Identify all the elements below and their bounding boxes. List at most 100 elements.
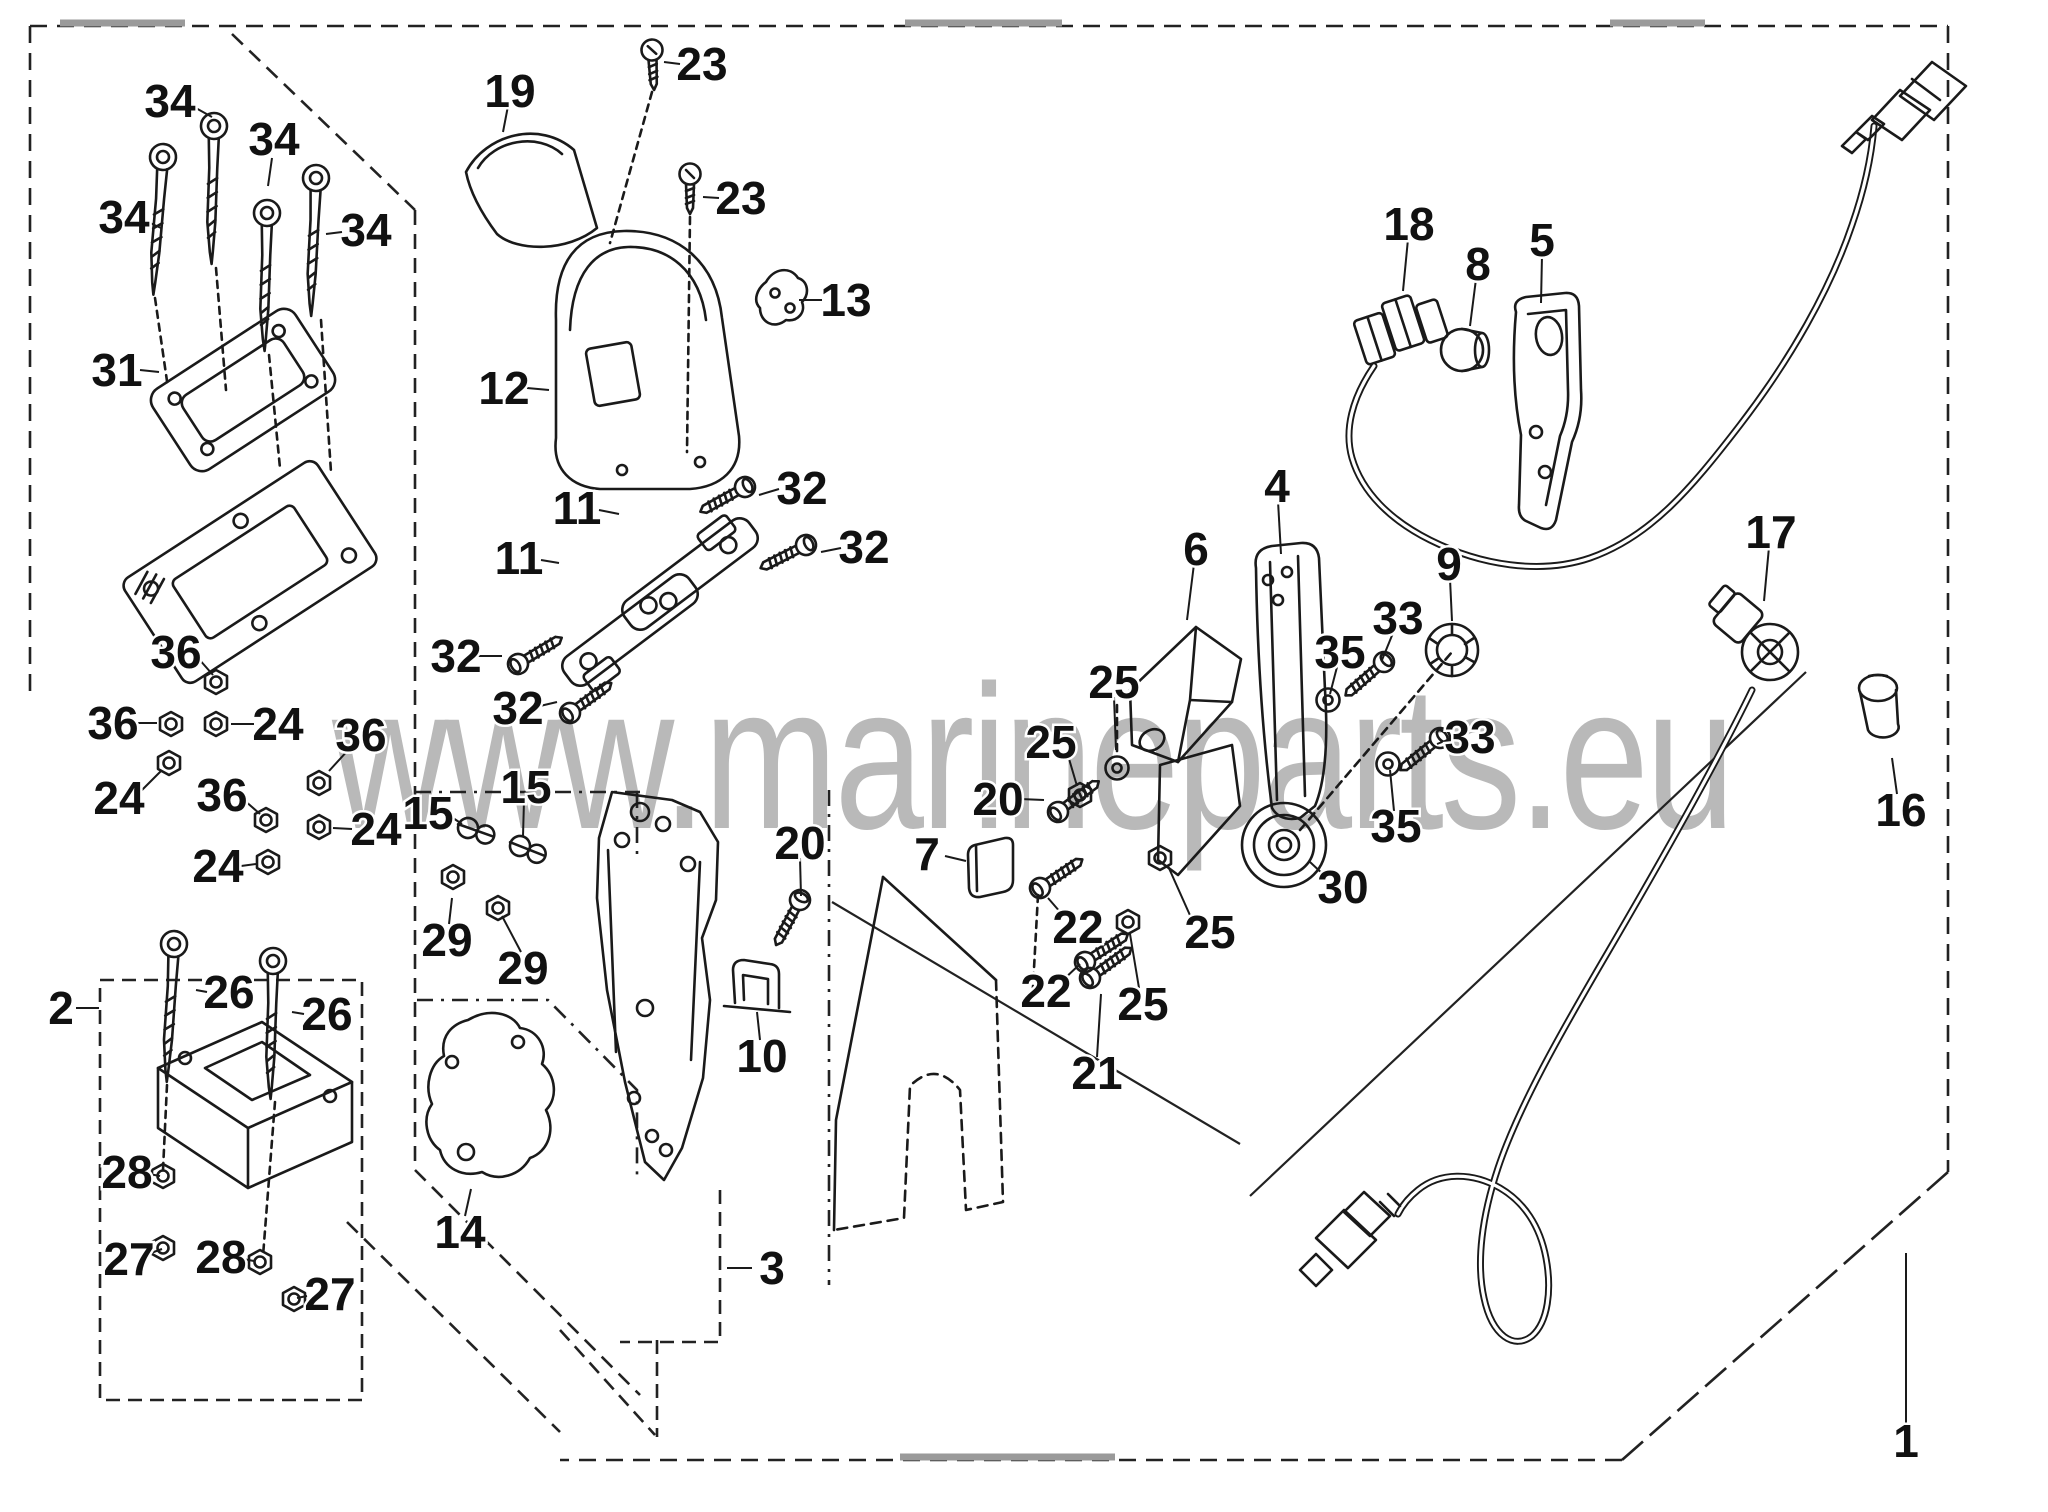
callout-label-25: 25	[1025, 716, 1076, 768]
callout-leader-31	[139, 369, 160, 373]
callout-leader-36	[243, 799, 261, 815]
callout-leader-20	[799, 857, 802, 897]
part-connector-18	[1352, 294, 1449, 366]
callout-label-29: 29	[497, 942, 548, 994]
callout-leader-32	[539, 701, 558, 707]
callout-label-5: 5	[1529, 214, 1555, 266]
callout-leader-25	[1129, 933, 1140, 989]
callout-label-11: 11	[553, 482, 602, 534]
callout-label-26: 26	[301, 988, 352, 1040]
callout-label-36: 36	[87, 697, 138, 749]
part-connector-17	[1708, 584, 1800, 682]
callout-leader-22	[1047, 897, 1062, 914]
callout-leader-33	[1381, 632, 1394, 661]
callout-leader-28	[148, 1173, 161, 1177]
callout-leader-29	[501, 915, 522, 953]
callout-label-35: 35	[1370, 800, 1421, 852]
part-screws-20-21-22	[1024, 703, 1139, 1007]
part-screws-23	[608, 37, 702, 454]
callout-leader-26	[291, 1011, 305, 1015]
callout-leader-7	[944, 855, 967, 862]
callout-label-32: 32	[776, 462, 827, 514]
callout-leader-16	[1891, 757, 1898, 795]
callout-leader-34	[147, 221, 162, 229]
callout-label-3: 3	[759, 1242, 785, 1294]
callout-leader-4	[1277, 500, 1282, 555]
part-gasket-14	[425, 1011, 556, 1179]
callout-label-1: 1	[1893, 1415, 1919, 1467]
callout-label-33: 33	[1372, 592, 1423, 644]
callout-leader-21	[1096, 993, 1102, 1058]
callout-label-12: 12	[478, 362, 529, 414]
callout-label-34: 34	[340, 204, 392, 256]
callout-label-28: 28	[101, 1146, 152, 1198]
callout-label-11: 11	[495, 532, 544, 584]
callout-label-24: 24	[192, 840, 244, 892]
callout-label-32: 32	[838, 521, 889, 573]
callout-leader-11	[540, 559, 560, 564]
part-bracket-11-upper	[620, 514, 760, 632]
callout-leader-32	[820, 547, 842, 553]
callout-leader-25	[1167, 865, 1194, 923]
part-strip-19	[464, 132, 599, 249]
callout-label-21: 21	[1071, 1047, 1122, 1099]
callout-leader-34	[193, 106, 213, 118]
callout-label-10: 10	[736, 1030, 787, 1082]
callout-label-24: 24	[93, 772, 145, 824]
callout-leader-25	[1066, 751, 1078, 787]
callout-leader-15	[522, 800, 525, 837]
callout-label-15: 15	[402, 787, 453, 839]
callout-label-30: 30	[1317, 861, 1368, 913]
callout-label-23: 23	[676, 38, 727, 90]
cable-harness-1	[1345, 122, 1878, 1345]
callout-label-7: 7	[914, 828, 940, 880]
callout-label-29: 29	[421, 914, 472, 966]
callout-label-32: 32	[492, 682, 543, 734]
callout-leader-34	[267, 157, 273, 187]
part-housing-6	[1128, 625, 1243, 877]
part-plate-lower	[122, 459, 378, 685]
callout-label-36: 36	[150, 626, 201, 678]
callout-label-24: 24	[252, 698, 304, 750]
part-screws-34	[139, 111, 333, 474]
callout-label-27: 27	[304, 1268, 355, 1320]
part-housing-2	[156, 1020, 354, 1190]
callout-label-22: 22	[1052, 901, 1103, 953]
callout-leader-36	[328, 747, 351, 772]
panel-borders	[28, 19, 1950, 1462]
callout-label-14: 14	[434, 1206, 486, 1258]
callout-leader-28	[242, 1258, 255, 1262]
callout-leader-23	[702, 196, 720, 199]
part-clamp-13	[754, 268, 809, 326]
part-knob-8	[1439, 327, 1491, 373]
callout-leader-32	[758, 488, 780, 496]
callout-leader-24	[332, 827, 353, 830]
callout-label-27: 27	[103, 1233, 154, 1285]
callout-leader-19	[502, 105, 509, 133]
part-clamp-10	[722, 885, 815, 1014]
callout-leader-24	[240, 863, 257, 867]
callout-label-22: 22	[1020, 965, 1071, 1017]
callout-label-6: 6	[1183, 523, 1209, 575]
watermark-text: www.marineparts.eu	[331, 643, 1732, 872]
callout-leader-36	[197, 657, 214, 676]
callout-label-20: 20	[774, 817, 825, 869]
part-connector-top-right	[1840, 60, 1968, 155]
callout-label-34: 34	[144, 75, 196, 127]
part-bracket-3	[595, 790, 720, 1182]
callout-label-9: 9	[1436, 538, 1462, 590]
part-hardware-33-35	[1298, 646, 1456, 832]
part-cap-16	[1857, 673, 1900, 739]
callout-label-33: 33	[1444, 711, 1495, 763]
callout-leader-22	[1061, 963, 1081, 982]
callout-label-25: 25	[1117, 978, 1168, 1030]
callout-label-8: 8	[1465, 238, 1491, 290]
callout-leader-30	[1309, 861, 1328, 879]
callout-leader-34	[325, 231, 343, 235]
callout-label-2: 2	[48, 982, 74, 1034]
part-connector-cable-end	[1298, 1190, 1402, 1288]
